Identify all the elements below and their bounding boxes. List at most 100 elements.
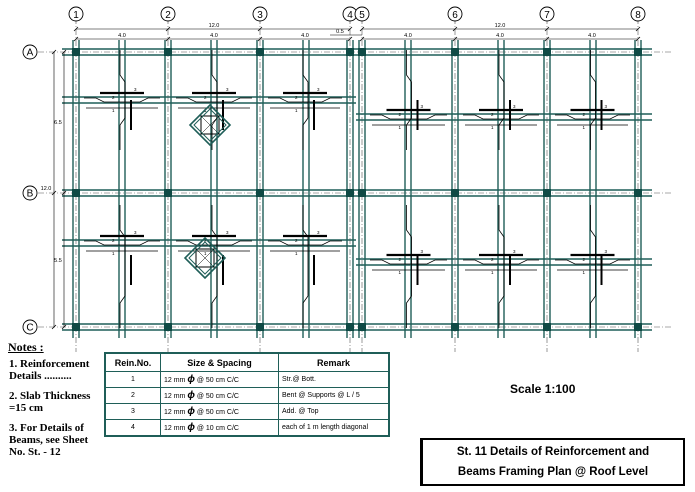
- bar-mark: 3: [226, 87, 229, 92]
- bar-mark: 3: [317, 87, 320, 92]
- bar-size: 12 mm: [164, 425, 188, 432]
- dimension-label: 6.5: [54, 120, 62, 126]
- column: [72, 323, 80, 331]
- dimension-tick: [257, 26, 263, 32]
- bar-mark: 2: [112, 95, 115, 100]
- dimension-tick: [452, 26, 458, 32]
- remark-cell: Add. @ Top: [278, 403, 390, 420]
- column: [346, 323, 354, 331]
- size-spacing-cell: 12 mm ϕ @ 50 cm C/C: [160, 403, 279, 420]
- column: [256, 189, 264, 197]
- dimension-tick: [61, 190, 67, 196]
- bar-mark: 1: [112, 251, 115, 256]
- note-3: 3. For Details of Beams, see Sheet No. S…: [9, 422, 89, 458]
- bar-mark: 1: [583, 125, 586, 130]
- column-axis-label: 3: [257, 10, 263, 21]
- title-block: St. 11 Details of Reinforcement and Beam…: [420, 438, 685, 486]
- column: [358, 48, 366, 56]
- dimension-label: 0.5: [336, 29, 344, 35]
- col-header-rein-no: Rein.No.: [104, 352, 161, 372]
- bar-mark: 2: [295, 238, 298, 243]
- bar-mark: 3: [317, 230, 320, 235]
- bar-mark: 1: [295, 108, 298, 113]
- dimension-tick: [635, 26, 641, 32]
- bent-bar: [268, 240, 342, 246]
- column: [543, 48, 551, 56]
- bent-bar: [119, 205, 126, 328]
- opening: [200, 115, 220, 135]
- bar-mark: 1: [399, 270, 402, 275]
- bar-mark: 3: [605, 249, 608, 254]
- bar-mark: 2: [112, 238, 115, 243]
- dimension-tick: [452, 36, 458, 42]
- dimension-label: 12.0: [495, 23, 506, 29]
- diameter-symbol: ϕ: [187, 374, 195, 385]
- col-header-size-spacing: Size & Spacing: [160, 352, 279, 372]
- remark-cell: Str.@ Bott.: [278, 371, 390, 388]
- diameter-symbol: ϕ: [187, 406, 195, 417]
- dimension-label: 4.0: [301, 33, 309, 39]
- bent-bar: [370, 114, 447, 120]
- bar-spacing: @ 50 cm C/C: [194, 409, 239, 416]
- bent-bar: [555, 259, 630, 265]
- column-axis-label: 7: [544, 10, 550, 21]
- bar-mark: 3: [134, 87, 137, 92]
- column: [72, 189, 80, 197]
- opening-cross: [195, 248, 215, 268]
- dimension-tick: [544, 36, 550, 42]
- bar-mark: 3: [421, 249, 424, 254]
- dimension-label: 4.0: [588, 33, 596, 39]
- column: [451, 48, 459, 56]
- bar-mark: 3: [134, 230, 137, 235]
- bent-bar: [370, 259, 447, 265]
- dimension-tick: [165, 26, 171, 32]
- bent-bar: [84, 97, 160, 103]
- bent-bar: [119, 50, 126, 150]
- bent-bar: [463, 114, 539, 120]
- diameter-symbol: ϕ: [187, 390, 195, 401]
- column-axis-label: 2: [165, 10, 171, 21]
- rein-no-cell: 4: [104, 419, 161, 437]
- bent-bar: [268, 97, 342, 103]
- bent-bar: [302, 205, 309, 328]
- bent-bar: [463, 259, 539, 265]
- dimension-label: 12.0: [209, 23, 220, 29]
- column: [256, 48, 264, 56]
- bar-mark: 1: [295, 251, 298, 256]
- col-header-remark: Remark: [278, 352, 390, 372]
- column-axis-label: 8: [635, 10, 641, 21]
- size-spacing-cell: 12 mm ϕ @ 50 cm C/C: [160, 371, 279, 388]
- dimension-tick: [257, 36, 263, 42]
- dimension-tick: [51, 190, 57, 196]
- diagonal-bars: [188, 103, 232, 147]
- bar-mark: 3: [421, 104, 424, 109]
- dimension-label: 4.0: [496, 33, 504, 39]
- bent-bar: [498, 205, 505, 328]
- bar-mark: 1: [399, 125, 402, 130]
- column: [634, 48, 642, 56]
- table-header-row: Rein.No. Size & Spacing Remark: [104, 352, 390, 372]
- column-axis-label: 6: [452, 10, 458, 21]
- diameter-symbol: ϕ: [187, 422, 195, 433]
- column: [164, 189, 172, 197]
- row-axis-label: C: [26, 323, 33, 334]
- dimension-tick: [359, 36, 365, 42]
- bar-spacing: @ 50 cm C/C: [194, 377, 239, 384]
- dimension-tick: [544, 26, 550, 32]
- bar-mark: 1: [491, 125, 494, 130]
- bent-bar: [176, 97, 252, 103]
- rein-no-cell: 1: [104, 371, 161, 388]
- bar-size: 12 mm: [164, 409, 188, 416]
- bent-bar: [590, 205, 596, 328]
- size-spacing-cell: 12 mm ϕ @ 10 cm C/C: [160, 419, 279, 437]
- bar-mark: 1: [583, 270, 586, 275]
- bar-size: 12 mm: [164, 377, 188, 384]
- title-line-1: St. 11 Details of Reinforcement and: [456, 446, 650, 458]
